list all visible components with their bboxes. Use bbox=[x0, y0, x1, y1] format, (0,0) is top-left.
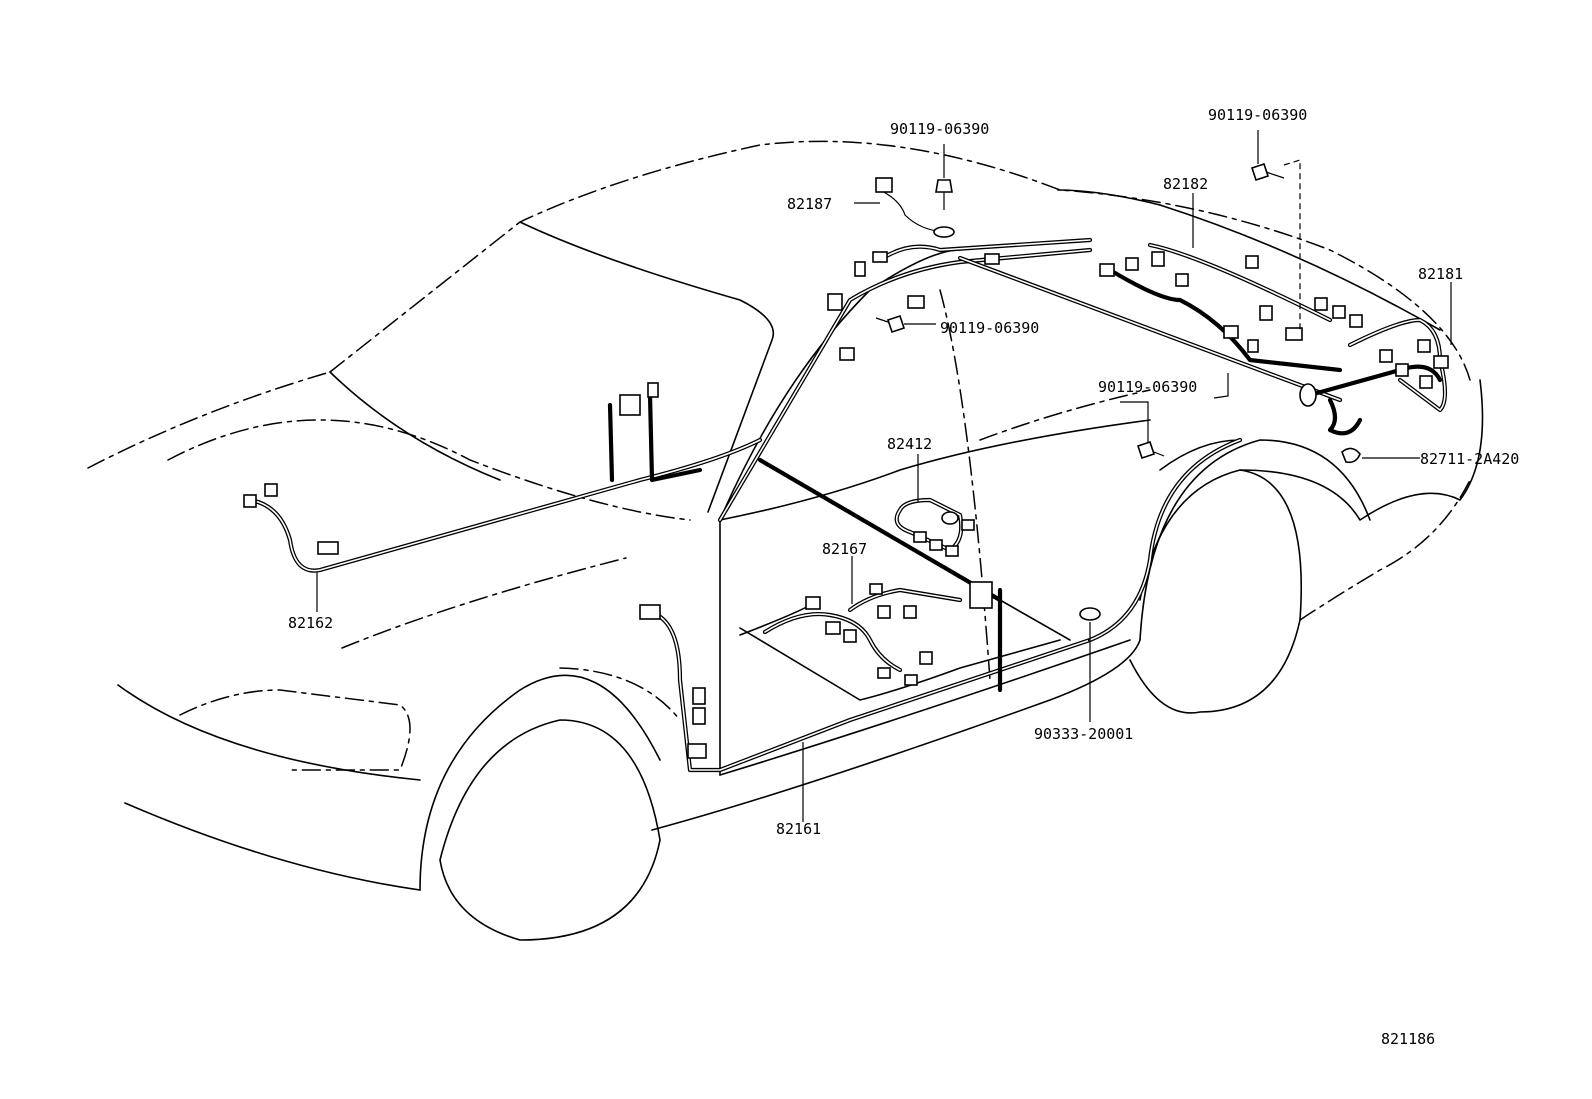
harness-82167 bbox=[762, 583, 963, 686]
connector bbox=[903, 605, 917, 619]
connector bbox=[875, 177, 893, 193]
label-90119-06390-right: 90119-06390 bbox=[1098, 378, 1197, 396]
label-90119-06390-top-left: 90119-06390 bbox=[890, 120, 989, 138]
label-82182: 82182 bbox=[1163, 175, 1208, 193]
label-82412: 82412 bbox=[887, 435, 932, 453]
connector bbox=[877, 667, 891, 679]
connector bbox=[1395, 363, 1409, 377]
connector bbox=[907, 295, 925, 309]
label-90119-06390-mid: 90119-06390 bbox=[940, 319, 1039, 337]
grommet bbox=[941, 511, 959, 525]
connector bbox=[1259, 305, 1273, 321]
connector bbox=[961, 519, 975, 531]
connector bbox=[805, 596, 821, 610]
connector bbox=[1175, 273, 1189, 287]
grommet bbox=[933, 226, 955, 238]
label-82181: 82181 bbox=[1418, 265, 1463, 283]
connector bbox=[1314, 297, 1328, 311]
connector bbox=[929, 539, 943, 551]
connector bbox=[1332, 305, 1346, 319]
connector bbox=[1125, 257, 1139, 271]
harness-82162 bbox=[243, 382, 763, 573]
label-82162: 82162 bbox=[288, 614, 333, 632]
connector bbox=[687, 743, 707, 759]
connector bbox=[692, 707, 706, 725]
connector bbox=[945, 545, 959, 557]
harness-82161 bbox=[639, 247, 1243, 773]
harness-82187 bbox=[872, 177, 1093, 309]
connector bbox=[647, 382, 659, 398]
connector bbox=[619, 394, 641, 416]
bolt-top-right bbox=[1250, 130, 1301, 330]
connector bbox=[877, 605, 891, 619]
connector bbox=[1151, 251, 1165, 267]
connector bbox=[913, 531, 927, 543]
connector bbox=[1419, 375, 1433, 389]
connector bbox=[919, 651, 933, 665]
label-82187: 82187 bbox=[787, 195, 832, 213]
label-90333-20001: 90333-20001 bbox=[1034, 725, 1133, 743]
connector bbox=[843, 629, 857, 643]
harness-82412 bbox=[894, 497, 975, 557]
part-labels: 90119-06390 90119-06390 90119-06390 9011… bbox=[288, 106, 1519, 1048]
connector bbox=[1285, 327, 1303, 341]
bolt-right bbox=[1120, 401, 1165, 460]
connector bbox=[825, 621, 841, 635]
connector bbox=[904, 674, 918, 686]
connector bbox=[869, 583, 883, 595]
connector bbox=[854, 261, 866, 277]
connector bbox=[1099, 263, 1115, 277]
connector bbox=[1349, 314, 1363, 328]
connector bbox=[639, 604, 661, 620]
connector bbox=[1223, 325, 1239, 339]
connector bbox=[1245, 255, 1259, 269]
connector bbox=[264, 483, 278, 497]
connector bbox=[243, 494, 257, 508]
connector bbox=[692, 687, 706, 705]
leader-lines bbox=[316, 193, 1452, 822]
clamp-90333 bbox=[1079, 607, 1101, 722]
label-90119-06390-top-right: 90119-06390 bbox=[1208, 106, 1307, 124]
connector bbox=[969, 581, 993, 609]
connector bbox=[1379, 349, 1393, 363]
connector bbox=[984, 253, 1000, 265]
bolt-top-left bbox=[935, 144, 953, 210]
connector bbox=[872, 251, 888, 263]
connector bbox=[839, 347, 855, 361]
connector bbox=[1417, 339, 1431, 353]
diagram-id: 821186 bbox=[1381, 1030, 1435, 1048]
bolt-mid bbox=[875, 314, 936, 334]
connector bbox=[1433, 355, 1449, 369]
connector bbox=[317, 541, 339, 555]
connector bbox=[1247, 339, 1259, 353]
grommet bbox=[1299, 383, 1317, 407]
connector bbox=[827, 293, 843, 311]
label-82167: 82167 bbox=[822, 540, 867, 558]
label-82711-2A420: 82711-2A420 bbox=[1420, 450, 1519, 468]
harness-82181 bbox=[1299, 317, 1449, 436]
grommet-82711 bbox=[1341, 447, 1420, 464]
label-82161: 82161 bbox=[776, 820, 821, 838]
